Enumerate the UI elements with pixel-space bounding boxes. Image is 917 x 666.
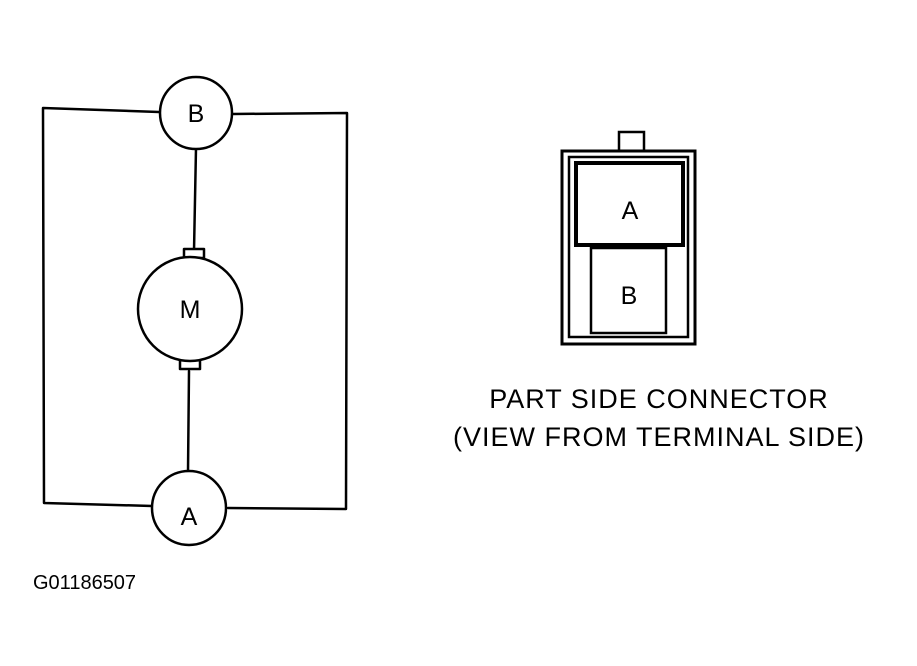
terminal-a-label: A [181, 503, 198, 531]
terminal-a-circle [150, 469, 228, 547]
connector-caption-line1: PART SIDE CONNECTOR [489, 384, 829, 414]
terminal-b-label: B [188, 100, 205, 128]
connector-caption-line2: (VIEW FROM TERMINAL SIDE) [453, 422, 865, 452]
motor-circuit-schematic [41, 75, 349, 547]
wire-b-to-motor [192, 146, 198, 253]
wire-left-loop [41, 106, 161, 508]
figure-id: G01186507 [33, 572, 136, 594]
connector-cavity-b-label: B [621, 282, 638, 310]
connector-cavity-a [574, 161, 685, 247]
wire-motor-to-a [186, 369, 191, 474]
connector-cavity-b [589, 246, 668, 335]
wire-right-loop [226, 111, 349, 511]
motor-label: M [180, 296, 201, 324]
part-side-connector [560, 130, 697, 346]
terminal-b-circle [158, 75, 234, 151]
connector-housing-inner [567, 155, 690, 339]
motor-circle [136, 255, 244, 363]
connector-cavity-a-label: A [622, 197, 639, 225]
connector-lock-tab [617, 130, 646, 153]
connector-housing-outer [560, 149, 697, 346]
